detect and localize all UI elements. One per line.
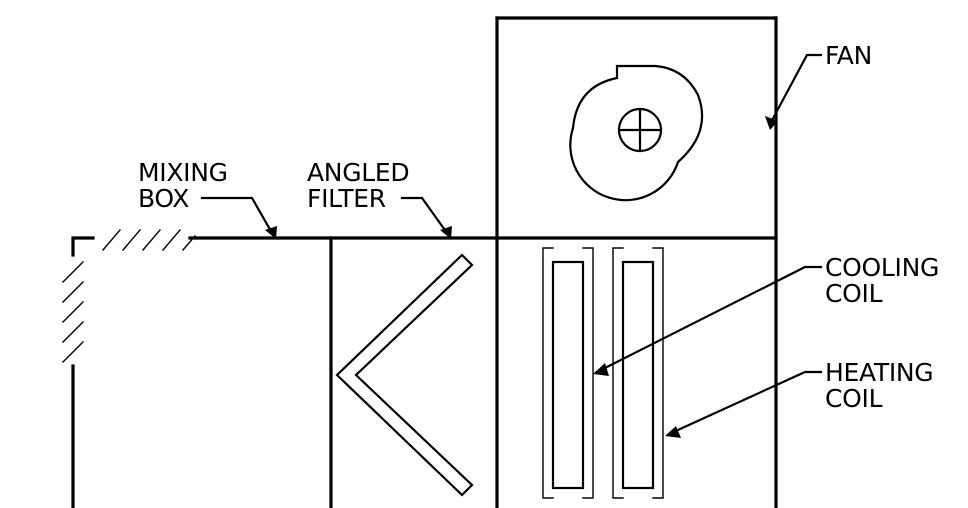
heating-coil-label-line1: HEATING: [825, 358, 933, 387]
labels: FAN MIXING BOX ANGLED FILTER COOLING COI…: [138, 41, 939, 413]
cooling-coil-bracket-right: [582, 247, 594, 499]
angled-filter-label-line1: ANGLED: [307, 158, 409, 187]
side-louver-hatch: [62, 261, 84, 363]
angled-filter-element: [335, 253, 474, 497]
cooling-coil-arrowhead: [593, 363, 609, 376]
mixing-box-corner: [71, 236, 95, 257]
fan-arrowhead: [765, 116, 778, 130]
mixing-box-section: [71, 236, 499, 508]
mixing-box-label-line1: MIXING: [138, 158, 228, 187]
angled-filter: [335, 253, 474, 497]
cooling-coil-leader: [595, 265, 823, 374]
heating-coil-bracket-left: [612, 247, 624, 499]
cooling-coil-label-line2: COIL: [825, 279, 883, 308]
heating-coil-bracket-right: [652, 247, 664, 499]
fan-section: [495, 16, 778, 508]
cooling-coil-element: [551, 260, 585, 490]
cooling-coil-label-line1: COOLING: [825, 253, 939, 282]
mixing-box-arrowhead: [265, 226, 277, 239]
fan-wheel-icon: [617, 107, 663, 153]
angled-filter-leader: [400, 196, 449, 235]
heating-coil-arrowhead: [665, 426, 681, 438]
angled-filter-arrowhead: [440, 226, 452, 239]
leader-lines: [200, 53, 823, 436]
heating-coil: [612, 247, 664, 499]
heating-coil-label-line2: COIL: [825, 384, 883, 413]
heating-coil-leader: [667, 370, 823, 436]
cooling-coil: [542, 247, 594, 499]
angled-filter-label-line2: FILTER: [307, 184, 386, 213]
mixing-box-leader: [200, 196, 274, 235]
cooling-coil-bracket-left: [542, 247, 554, 499]
heating-coil-element: [621, 260, 655, 490]
fan-label: FAN: [825, 41, 872, 70]
top-louver-hatch: [102, 229, 196, 251]
mixing-box-label-line2: BOX: [138, 184, 189, 213]
arrowheads: [265, 116, 778, 438]
fan-leader: [768, 53, 823, 126]
fan-housing-icon: [569, 64, 704, 202]
